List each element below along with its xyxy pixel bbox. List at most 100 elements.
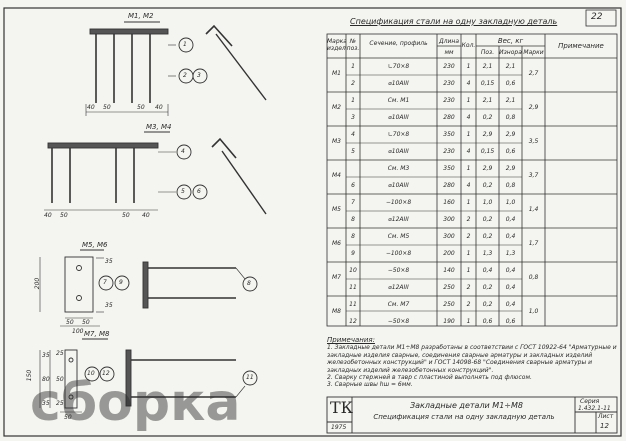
callout-label: 6 xyxy=(197,188,201,195)
spec-table-grid xyxy=(326,33,618,327)
table-cell-wpos: 0,2 xyxy=(482,301,493,308)
table-cell-qty: 1 xyxy=(466,165,471,172)
table-cell-witem: 0,4 xyxy=(505,233,516,240)
table-cell-wpos: 2,9 xyxy=(482,165,493,172)
table-cell-mark: М8 xyxy=(332,308,341,315)
table-cell-witem: 0,4 xyxy=(505,267,516,274)
table-cell-qty: 4 xyxy=(466,80,471,87)
table-cell-pos: 2 xyxy=(351,80,355,87)
table-title: Спецификация стали на одну закладную дет… xyxy=(350,17,558,26)
table-cell-pos: 5 xyxy=(351,148,355,155)
header-note: Примечание xyxy=(558,42,604,50)
table-cell-wmark: 1,4 xyxy=(528,206,539,213)
dim-label: 35 xyxy=(42,352,50,359)
dim-label: 40 xyxy=(87,104,95,111)
table-cell-wpos: 0,2 xyxy=(482,233,493,240)
table-cell-witem: 2,9 xyxy=(505,131,516,138)
series-label: Серия xyxy=(580,398,600,405)
table-cell-length: 230 xyxy=(443,148,455,155)
table-cell-witem: 0,6 xyxy=(505,80,516,87)
table-cell-wpos: 0,2 xyxy=(482,182,493,189)
note-item: 3. Сварные швы hш = 6мм. xyxy=(327,381,413,389)
header-weight: Вес, кг xyxy=(497,37,524,45)
notes-title: Примечания: xyxy=(327,336,375,344)
table-cell-length: 250 xyxy=(443,284,455,291)
table-cell-witem: 0,4 xyxy=(505,216,516,223)
table-cell-length: 230 xyxy=(443,97,455,104)
table-cell-length: 280 xyxy=(443,114,455,121)
table-cell-wpos: 0,2 xyxy=(482,114,493,121)
title-block-logo: ТК xyxy=(330,398,354,417)
table-cell-wmark: 0,8 xyxy=(528,274,539,281)
callout-label: 4 xyxy=(181,148,185,155)
table-cell-section: −100×8 xyxy=(385,199,412,206)
table-cell-pos: 11 xyxy=(349,301,357,308)
table-cell-length: 190 xyxy=(443,318,455,325)
dim-label: 50 xyxy=(137,104,145,111)
table-cell-wpos: 0,6 xyxy=(482,318,493,325)
table-cell-wpos: 0,2 xyxy=(482,284,493,291)
table-cell-pos: 12 xyxy=(349,318,357,325)
table-cell-pos: 8 xyxy=(351,233,355,240)
table-cell-qty: 1 xyxy=(466,131,471,138)
dim-label: 200 xyxy=(34,277,42,290)
table-cell-wmark: 3,7 xyxy=(528,172,539,179)
callout-label: 10 xyxy=(87,370,95,377)
table-cell-mark: М4 xyxy=(332,172,341,179)
dim-label: 40 xyxy=(155,104,163,111)
header-weight-item: Изнора xyxy=(499,49,522,56)
table-cell-pos: 10 xyxy=(349,267,357,274)
dim-label: 50 xyxy=(82,319,90,326)
drawing-title-m7-m8: М7, М8 xyxy=(84,330,110,338)
table-cell-section: См. М7 xyxy=(387,301,410,308)
table-cell-qty: 1 xyxy=(466,250,471,257)
table-cell-qty: 1 xyxy=(466,318,471,325)
dim-label: 40 xyxy=(142,212,150,219)
drawing-title-m5-m6: М5, М6 xyxy=(82,241,108,249)
table-cell-mark: М5 xyxy=(332,206,341,213)
header-length: Длина xyxy=(438,38,460,45)
table-cell-pos: 4 xyxy=(351,131,355,138)
dim-label: 35 xyxy=(105,258,113,265)
callout-label: 1 xyxy=(183,41,187,48)
table-cell-witem: 1,3 xyxy=(505,250,516,257)
table-cell-qty: 1 xyxy=(466,97,471,104)
table-cell-wpos: 2,1 xyxy=(482,97,493,104)
callout-label: 7 xyxy=(103,279,107,286)
table-cell-mark: М1 xyxy=(332,70,341,77)
callout-label: 8 xyxy=(247,280,251,287)
table-cell-length: 230 xyxy=(443,80,455,87)
table-cell-mark: М2 xyxy=(332,104,341,111)
table-cell-length: 350 xyxy=(443,165,455,172)
header-pos: № поз. xyxy=(346,38,360,52)
callout-label: 2 xyxy=(183,72,187,79)
dim-label: 25 xyxy=(56,400,64,407)
table-cell-wpos: 0,2 xyxy=(482,216,493,223)
table-cell-witem: 2,9 xyxy=(505,165,516,172)
table-cell-wmark: 3,5 xyxy=(528,138,539,145)
header-mark: Марка изделия xyxy=(327,38,346,52)
header-length-unit: мм xyxy=(444,49,454,56)
note-item: 1. Закладные детали М1÷М8 разработаны в … xyxy=(327,344,617,374)
callout-label: 5 xyxy=(181,188,185,195)
table-cell-wpos: 2,1 xyxy=(482,63,493,70)
table-cell-qty: 2 xyxy=(466,284,471,291)
table-cell-qty: 4 xyxy=(466,114,471,121)
table-cell-section: ⌀10АIII xyxy=(388,182,409,189)
table-cell-wmark: 1,7 xyxy=(528,240,539,247)
dim-label: 50 xyxy=(60,212,68,219)
dim-label: 35 xyxy=(42,400,50,407)
table-cell-wpos: 1,0 xyxy=(482,199,493,206)
watermark-text: сборка xyxy=(30,373,240,433)
notes-block: Примечания: 1. Закладные детали М1÷М8 ра… xyxy=(327,336,617,389)
dim-label: 50 xyxy=(56,376,64,383)
title-block-year: 1975 xyxy=(331,424,347,431)
table-cell-witem: 0,4 xyxy=(505,301,516,308)
table-cell-qty: 1 xyxy=(466,63,471,70)
table-cell-witem: 1,0 xyxy=(505,199,516,206)
table-cell-witem: 0,8 xyxy=(505,114,516,121)
drawing-m5-m6 xyxy=(39,249,258,327)
header-weight-pos: Поз. xyxy=(480,49,495,56)
table-cell-length: 300 xyxy=(443,216,455,223)
